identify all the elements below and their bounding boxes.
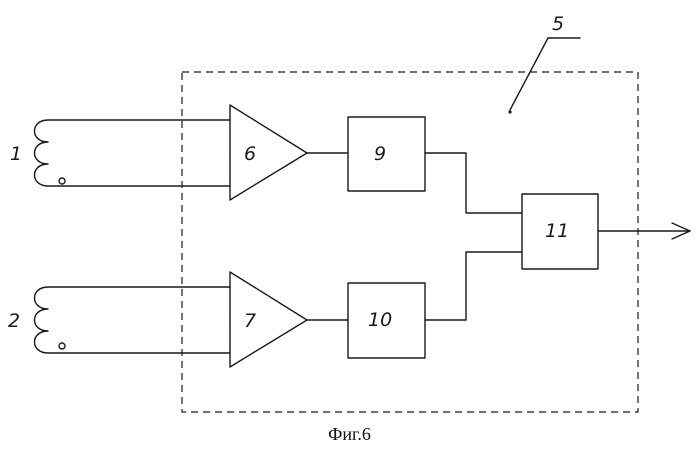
coil-2 (35, 287, 231, 353)
unit-5-leader (508, 38, 580, 114)
block-11-label: 11 (545, 220, 569, 242)
amplifier-6-label: 6 (244, 143, 256, 165)
unit-5-dashed-boundary (182, 72, 638, 412)
coil-2-label: 2 (8, 310, 20, 332)
connection-wires (307, 153, 690, 320)
coil-1-label: 1 (10, 143, 22, 165)
amplifier-7 (230, 272, 307, 367)
amplifier-7-label: 7 (244, 310, 256, 332)
figure-caption: Фиг.6 (0, 424, 699, 445)
block-9-label: 9 (374, 143, 386, 165)
block-9 (348, 117, 425, 191)
coil-1 (35, 120, 231, 186)
unit-5-label: 5 (552, 13, 564, 35)
block-10-label: 10 (368, 309, 392, 331)
amplifier-6 (230, 105, 307, 200)
